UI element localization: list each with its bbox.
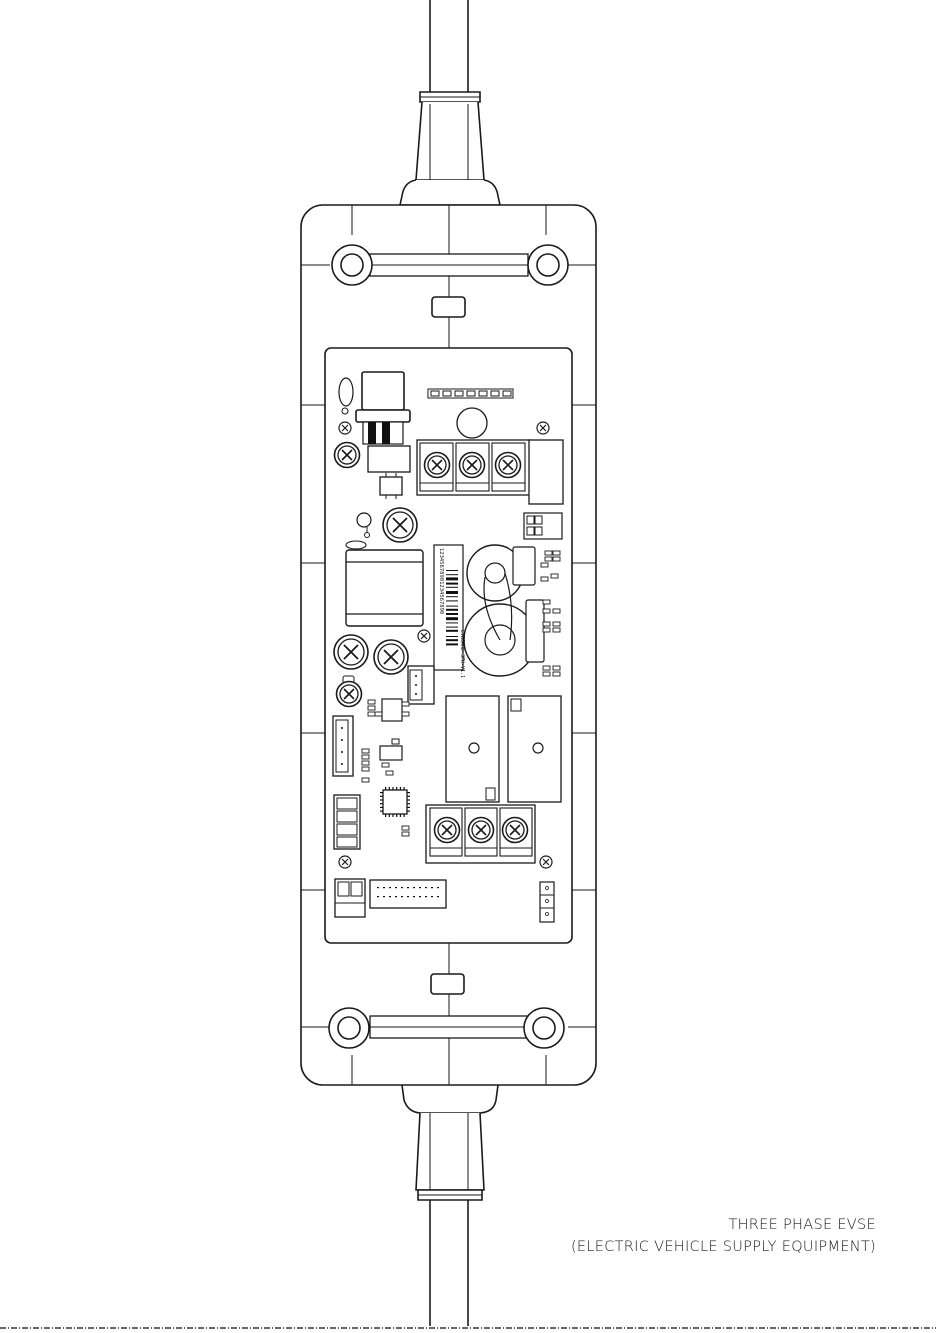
pin-header-top — [428, 389, 513, 398]
caption-subtitle: (ELECTRIC VEHICLE SUPPLY EQUIPMENT) — [571, 1239, 876, 1255]
latch-bottom — [431, 974, 464, 994]
mount-hole-bottom-right — [524, 1008, 564, 1048]
microcontroller — [380, 787, 410, 817]
latch-top — [432, 297, 465, 317]
mount-hole-top-right — [528, 245, 568, 285]
bottom-cable — [402, 1085, 498, 1326]
top-cable — [400, 0, 500, 205]
caption-title: THREE PHASE EVSE — [728, 1217, 876, 1233]
mount-hole-bottom-left — [329, 1008, 369, 1048]
barcode-text-2: EVBOARD-3PH-V1.1 — [459, 630, 465, 678]
pcb — [325, 348, 572, 943]
top-connector — [356, 372, 410, 444]
bottom-dashed-rule — [0, 1326, 936, 1330]
relay-left — [446, 696, 499, 802]
relay-right — [508, 696, 561, 802]
barcode-text-1: 12345678901234567890 — [438, 548, 444, 614]
transformer — [346, 550, 423, 626]
ribbon-connector — [370, 880, 446, 908]
mount-hole-top-left — [332, 245, 372, 285]
